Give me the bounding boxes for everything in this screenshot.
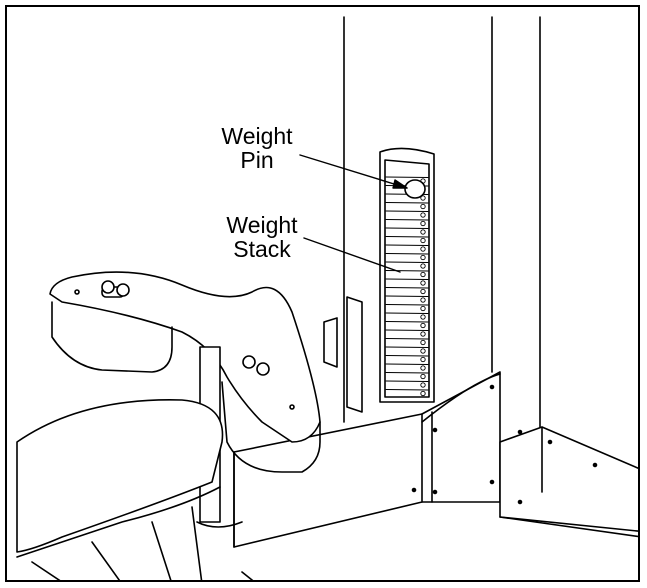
stack-plate-line	[385, 227, 429, 229]
pin-hole	[420, 373, 426, 380]
stack-plate-line	[385, 261, 429, 263]
side-shrouds	[323, 296, 363, 413]
weight-stack-label: Weight Stack	[222, 213, 302, 261]
pin-hole	[420, 271, 426, 278]
stack-plate-line	[385, 278, 429, 280]
pin-hole	[420, 356, 426, 363]
diagram-frame: Weight Pin Weight Stack	[5, 5, 640, 582]
pin-hole	[420, 280, 426, 286]
pin-hole	[420, 246, 426, 252]
pin-hole	[420, 254, 426, 261]
pin-hole	[420, 390, 426, 397]
pin-hole	[420, 297, 426, 303]
pin-hole	[420, 263, 426, 269]
stack-plate-line	[385, 380, 429, 382]
stack-plate-line	[385, 372, 429, 374]
weight-pin-label: Weight Pin	[217, 124, 297, 172]
weight-pin-label-line2: Pin	[240, 147, 274, 173]
stack-plate-line	[385, 176, 429, 178]
stack-plate-line	[385, 329, 429, 331]
pin-hole	[420, 365, 426, 371]
weight-stack-label-line2: Stack	[233, 236, 291, 262]
stack-plate-line	[385, 253, 429, 255]
weight-pin-label-line1: Weight	[221, 123, 293, 149]
leader-lines	[299, 154, 408, 273]
pin-hole	[420, 314, 426, 320]
stack-plate-line	[385, 321, 429, 323]
stack-plate-line	[385, 219, 429, 221]
weight-stack	[379, 147, 435, 403]
stack-plates	[385, 176, 429, 397]
pin-hole	[420, 322, 426, 329]
pin-hole	[420, 288, 426, 295]
pin-hole	[420, 229, 426, 235]
pin-hole	[420, 331, 426, 337]
pin-hole	[420, 237, 426, 244]
stack-plate-line	[385, 363, 429, 365]
stack-plate-line	[385, 244, 429, 246]
pin-hole	[420, 382, 426, 388]
stack-plate-line	[385, 312, 429, 314]
stack-plate-line	[385, 210, 429, 212]
pin-hole	[420, 220, 426, 227]
weight-stack-label-line1: Weight	[226, 212, 298, 238]
stack-plate-line	[385, 355, 429, 357]
base-frame	[233, 371, 638, 548]
pin-hole	[420, 305, 426, 312]
stack-plate-line	[385, 202, 429, 204]
stack-plate-line	[385, 287, 429, 289]
stack-plate-line	[385, 338, 429, 340]
bench-seat	[16, 399, 254, 580]
pin-hole	[420, 348, 426, 354]
frame-uprights	[343, 16, 541, 433]
stack-plate-line	[385, 346, 429, 348]
stack-plate-line	[385, 236, 429, 238]
weight-pin	[404, 179, 426, 199]
stack-plate-line	[385, 304, 429, 306]
stack-plate-line	[385, 389, 429, 391]
pin-hole	[420, 195, 426, 201]
pin-hole	[420, 212, 426, 218]
pin-hole	[420, 339, 426, 346]
pin-hole	[420, 203, 426, 210]
stack-plate-line	[385, 270, 429, 272]
machine-illustration	[16, 16, 638, 580]
stack-plate-line	[385, 295, 429, 297]
